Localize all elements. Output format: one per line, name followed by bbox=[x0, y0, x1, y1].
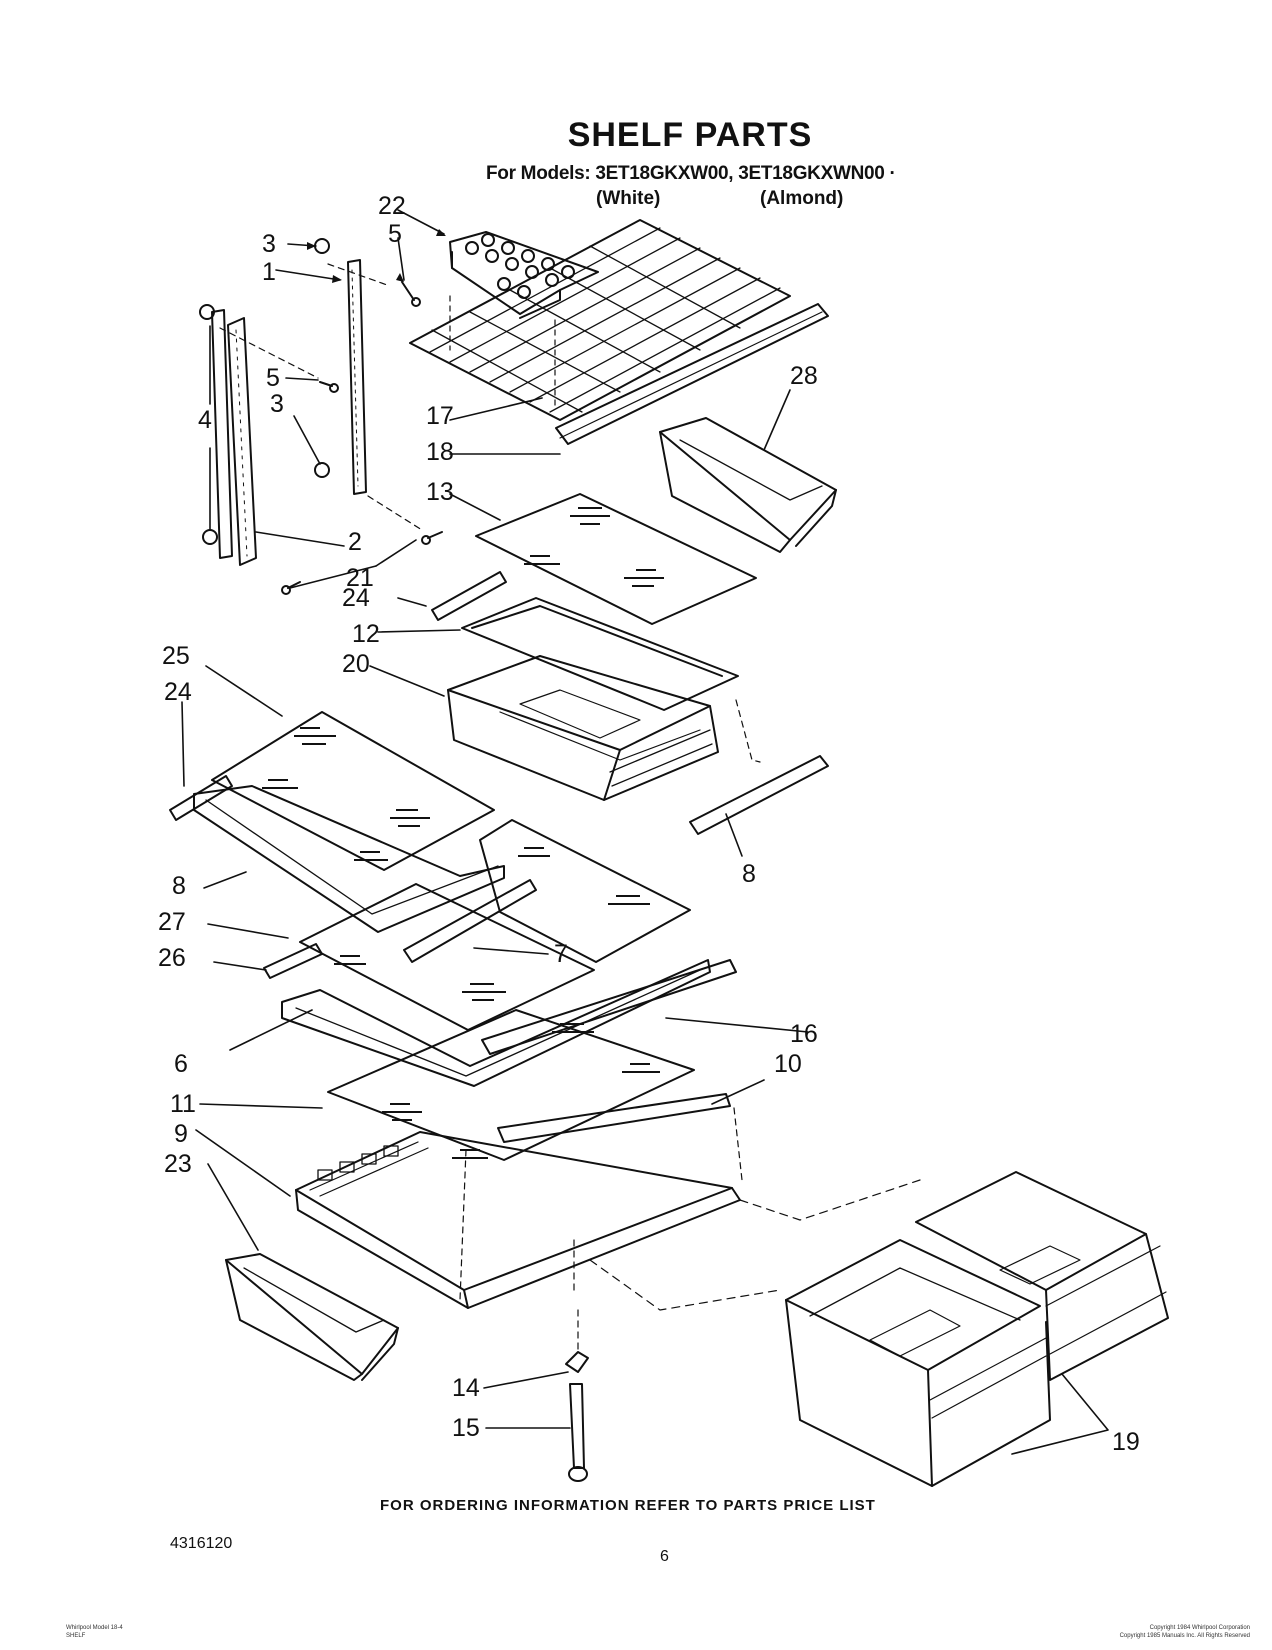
glass-shelf-middle-right bbox=[479, 819, 691, 963]
part-15-clip bbox=[565, 1351, 589, 1373]
callout-13: 13 bbox=[426, 478, 454, 506]
part-8-trim-middle bbox=[403, 879, 537, 963]
callout-5-top: 5 bbox=[388, 220, 402, 248]
part-20-crisper-drawer bbox=[447, 655, 719, 801]
part-6-frame bbox=[281, 959, 711, 1087]
callout-11: 11 bbox=[170, 1090, 196, 1118]
callout-labels: 3 1 22 5 5 3 4 2 21 17 18 13 24 12 20 28… bbox=[158, 192, 1140, 1456]
color-white-label: (White) bbox=[596, 188, 661, 209]
part-27-glass-shelf bbox=[299, 883, 595, 1031]
callout-24-upper: 24 bbox=[342, 584, 370, 612]
callout-10: 10 bbox=[774, 1050, 802, 1078]
part-24-trim-lower bbox=[169, 775, 233, 821]
callout-9: 9 bbox=[174, 1120, 188, 1148]
callout-16: 15 bbox=[452, 1414, 480, 1442]
callout-3-mid: 3 bbox=[270, 390, 284, 418]
fine-print-right-line1: Copyright 1984 Whirlpool Corporation bbox=[1149, 1625, 1250, 1631]
fine-print-left-line2: SHELF bbox=[66, 1633, 86, 1639]
callout-12: 12 bbox=[352, 620, 380, 648]
page-title: SHELF PARTS bbox=[567, 116, 813, 154]
leader-arrowheads bbox=[307, 229, 446, 283]
callout-7: 8 bbox=[172, 872, 186, 900]
callout-15: 14 bbox=[452, 1374, 480, 1402]
callout-8-right: 8 bbox=[742, 860, 756, 888]
part-4-rail bbox=[211, 309, 233, 559]
fine-print-right: Copyright 1984 Whirlpool Corporation Cop… bbox=[1050, 1624, 1250, 1640]
part-9-crisper-frame bbox=[295, 1107, 921, 1311]
part-14-trim bbox=[481, 959, 737, 1055]
callout-4: 4 bbox=[198, 406, 212, 434]
part-17-wire-shelf bbox=[409, 219, 791, 421]
part-19-crisper-drawers bbox=[785, 1171, 1169, 1487]
part-18-trim bbox=[555, 303, 829, 445]
callout-19: 19 bbox=[1112, 1428, 1140, 1456]
part-13-glass-shelf bbox=[475, 493, 757, 625]
callout-8-middle: 7 bbox=[554, 940, 568, 968]
callout-6: 6 bbox=[174, 1050, 188, 1078]
callout-5-mid: 5 bbox=[266, 364, 280, 392]
part-16-handle bbox=[568, 1309, 588, 1482]
callout-28: 28 bbox=[790, 362, 818, 390]
callout-17: 17 bbox=[426, 402, 454, 430]
callout-2: 2 bbox=[348, 528, 362, 556]
part-8-trim-right bbox=[689, 699, 829, 835]
part-28-bin bbox=[659, 417, 837, 553]
glass-hatching bbox=[262, 507, 664, 1159]
ordering-note: FOR ORDERING INFORMATION REFER TO PARTS … bbox=[380, 1497, 876, 1514]
part-24-trim-upper bbox=[431, 571, 507, 621]
part-12-frame bbox=[461, 597, 739, 711]
fine-print-right-line2: Copyright 1985 Manuals Inc. All Rights R… bbox=[1119, 1633, 1250, 1639]
leader-lines bbox=[181, 209, 1109, 1455]
callout-21: 21 bbox=[346, 564, 374, 592]
part-1-rail bbox=[347, 259, 367, 495]
callout-23: 23 bbox=[164, 1150, 192, 1178]
callout-18: 18 bbox=[426, 438, 454, 466]
fasteners bbox=[199, 238, 443, 595]
page-number: 6 bbox=[660, 1548, 669, 1565]
part-23-bin bbox=[225, 1253, 399, 1381]
callout-26: 26 bbox=[158, 944, 186, 972]
callout-25: 25 bbox=[162, 642, 190, 670]
part-26-trim bbox=[263, 943, 323, 979]
part-25-glass-shelf bbox=[211, 711, 495, 871]
callout-22: 22 bbox=[378, 192, 406, 220]
callout-3-top: 3 bbox=[262, 230, 276, 258]
part-2-rail bbox=[227, 317, 257, 566]
callout-27: 27 bbox=[158, 908, 186, 936]
part-11-glass-cover bbox=[327, 1009, 695, 1161]
callout-1: 1 bbox=[262, 258, 276, 286]
callout-24-lower: 24 bbox=[164, 678, 192, 706]
fine-print-left-line1: Whirlpool Model 18-4 bbox=[66, 1625, 123, 1631]
part-10-trim bbox=[497, 1093, 731, 1143]
color-almond-label: (Almond) bbox=[760, 188, 844, 209]
callout-14: 16 bbox=[790, 1020, 818, 1048]
document-number: 4316120 bbox=[170, 1535, 233, 1552]
fine-print-left: Whirlpool Model 18-4 SHELF bbox=[66, 1624, 123, 1640]
part-22-egg-tray bbox=[449, 231, 599, 319]
callout-20: 20 bbox=[342, 650, 370, 678]
part-7-frame bbox=[193, 785, 505, 933]
models-line: For Models: 3ET18GKXW00, 3ET18GKXWN00 · bbox=[486, 163, 896, 184]
